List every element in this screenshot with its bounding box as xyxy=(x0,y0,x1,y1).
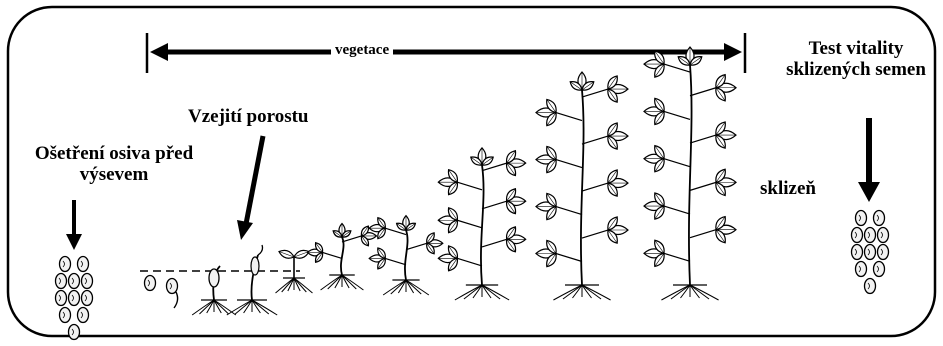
seed-icon xyxy=(60,257,71,272)
seed-pile xyxy=(852,211,889,294)
vegetace-label: vegetace xyxy=(331,42,393,59)
seed-icon xyxy=(856,262,867,277)
seed-pile xyxy=(56,257,93,340)
seed-icon xyxy=(69,291,80,306)
seed-icon xyxy=(852,228,863,243)
seed-icon xyxy=(878,245,889,260)
seed-icon xyxy=(82,274,93,289)
stage-seed xyxy=(145,276,156,291)
stage-hypocotyl-hook xyxy=(192,266,236,315)
stage-flowering-plant xyxy=(438,148,525,300)
stage-mature-plant xyxy=(644,47,736,300)
seed-icon xyxy=(78,308,89,323)
seed-icon xyxy=(865,228,876,243)
vitality-test-arrow xyxy=(858,118,880,202)
stage-germinating-seed xyxy=(167,279,178,309)
harvest-label: sklizeň xyxy=(760,178,816,199)
seed-treatment-label: Ošetření osiva před výsevem xyxy=(20,143,208,186)
emergence-arrow xyxy=(237,136,263,240)
seed-icon xyxy=(82,291,93,306)
seed-treatment-arrow xyxy=(66,200,82,250)
seed-icon xyxy=(145,276,156,291)
seed-icon xyxy=(167,279,178,294)
seed-icon xyxy=(878,228,889,243)
stage-first-trifoliate xyxy=(308,224,377,291)
seed-icon xyxy=(60,308,71,323)
seed-icon xyxy=(56,291,67,306)
seed-icon xyxy=(865,279,876,294)
vitality-test-label: Test vitality sklizených semen xyxy=(786,38,926,81)
stage-emerged-cotyledons xyxy=(227,245,277,315)
stage-unifoliate xyxy=(276,248,313,293)
seed-icon xyxy=(865,245,876,260)
seed-icon xyxy=(874,262,885,277)
stage-second-trifoliate xyxy=(369,216,443,295)
seed-icon xyxy=(856,211,867,226)
seed-icon xyxy=(874,211,885,226)
seed-icon xyxy=(56,274,67,289)
emergence-label: Vzejití porostu xyxy=(188,106,309,127)
seed-icon xyxy=(69,274,80,289)
seed-icon xyxy=(69,325,80,340)
seed-icon xyxy=(852,245,863,260)
stage-pod-fill-plant xyxy=(536,72,628,300)
seed-icon xyxy=(78,257,89,272)
